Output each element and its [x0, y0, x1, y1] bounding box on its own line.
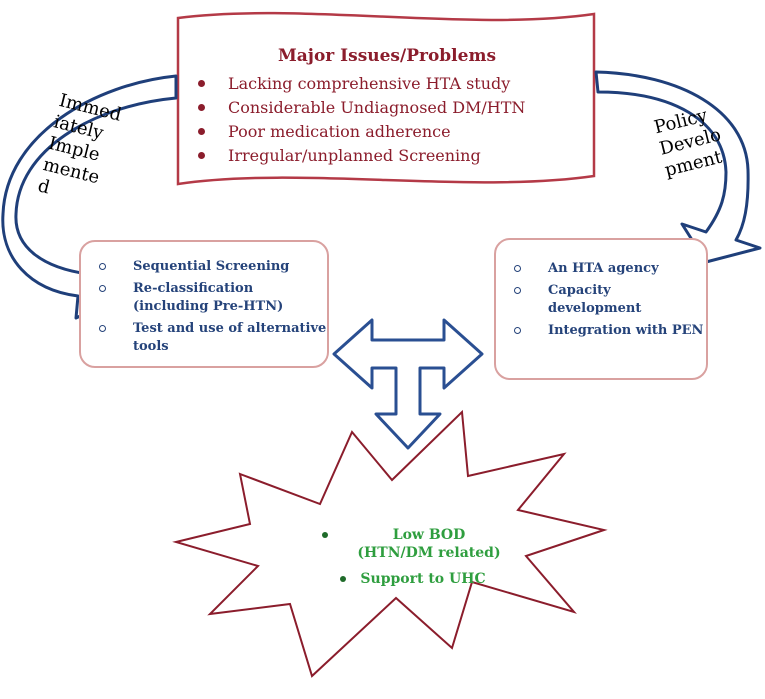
- outcome-item: Low BOD (HTN/DM related): [318, 526, 528, 562]
- green-bullet-icon: [340, 576, 346, 582]
- ring-bullet-icon: [514, 287, 521, 294]
- implementation-list: Sequential Screening Re-classification (…: [81, 242, 327, 356]
- ring-bullet-icon: [99, 285, 106, 292]
- outcome-starburst: [172, 409, 608, 678]
- policy-list: An HTA agency Capacity development Integ…: [496, 240, 706, 340]
- issues-list: Lacking comprehensive HTA study Consider…: [186, 72, 588, 168]
- outcome-item: Support to UHC: [318, 570, 528, 588]
- policy-item: An HTA agency: [510, 260, 706, 278]
- implementation-item: Sequential Screening: [95, 258, 327, 276]
- issues-title: Major Issues/Problems: [277, 46, 497, 66]
- implementation-item: Re-classification (including Pre-HTN): [95, 280, 327, 316]
- green-bullet-icon: [322, 532, 328, 538]
- ring-bullet-icon: [99, 263, 106, 270]
- issues-banner-shape: [176, 11, 596, 186]
- implementation-item: Test and use of alternative tools: [95, 320, 327, 356]
- ring-bullet-icon: [514, 265, 521, 272]
- issue-item: Poor medication adherence: [196, 120, 588, 144]
- policy-item: Capacity development: [510, 282, 706, 318]
- outcome-list: Low BOD (HTN/DM related) Support to UHC: [318, 526, 528, 588]
- issue-item: Considerable Undiagnosed DM/HTN: [196, 96, 588, 120]
- bullet-icon: [198, 80, 205, 87]
- ring-bullet-icon: [99, 325, 106, 332]
- policy-item: Integration with PEN: [510, 322, 706, 340]
- implementation-box: Sequential Screening Re-classification (…: [79, 240, 329, 368]
- bullet-icon: [198, 128, 205, 135]
- central-t-arrow: [332, 318, 484, 450]
- issue-item: Lacking comprehensive HTA study: [196, 72, 588, 96]
- bullet-icon: [198, 104, 205, 111]
- issues-box: Major Issues/Problems Lacking comprehens…: [186, 22, 588, 178]
- policy-box: An HTA agency Capacity development Integ…: [494, 238, 708, 380]
- bullet-icon: [198, 152, 205, 159]
- left-curved-arrow: [1, 74, 178, 320]
- issue-item: Irregular/unplanned Screening: [196, 144, 588, 168]
- outcome-text: Low BOD (HTN/DM related) Support to UHC: [318, 526, 528, 596]
- ring-bullet-icon: [514, 327, 521, 334]
